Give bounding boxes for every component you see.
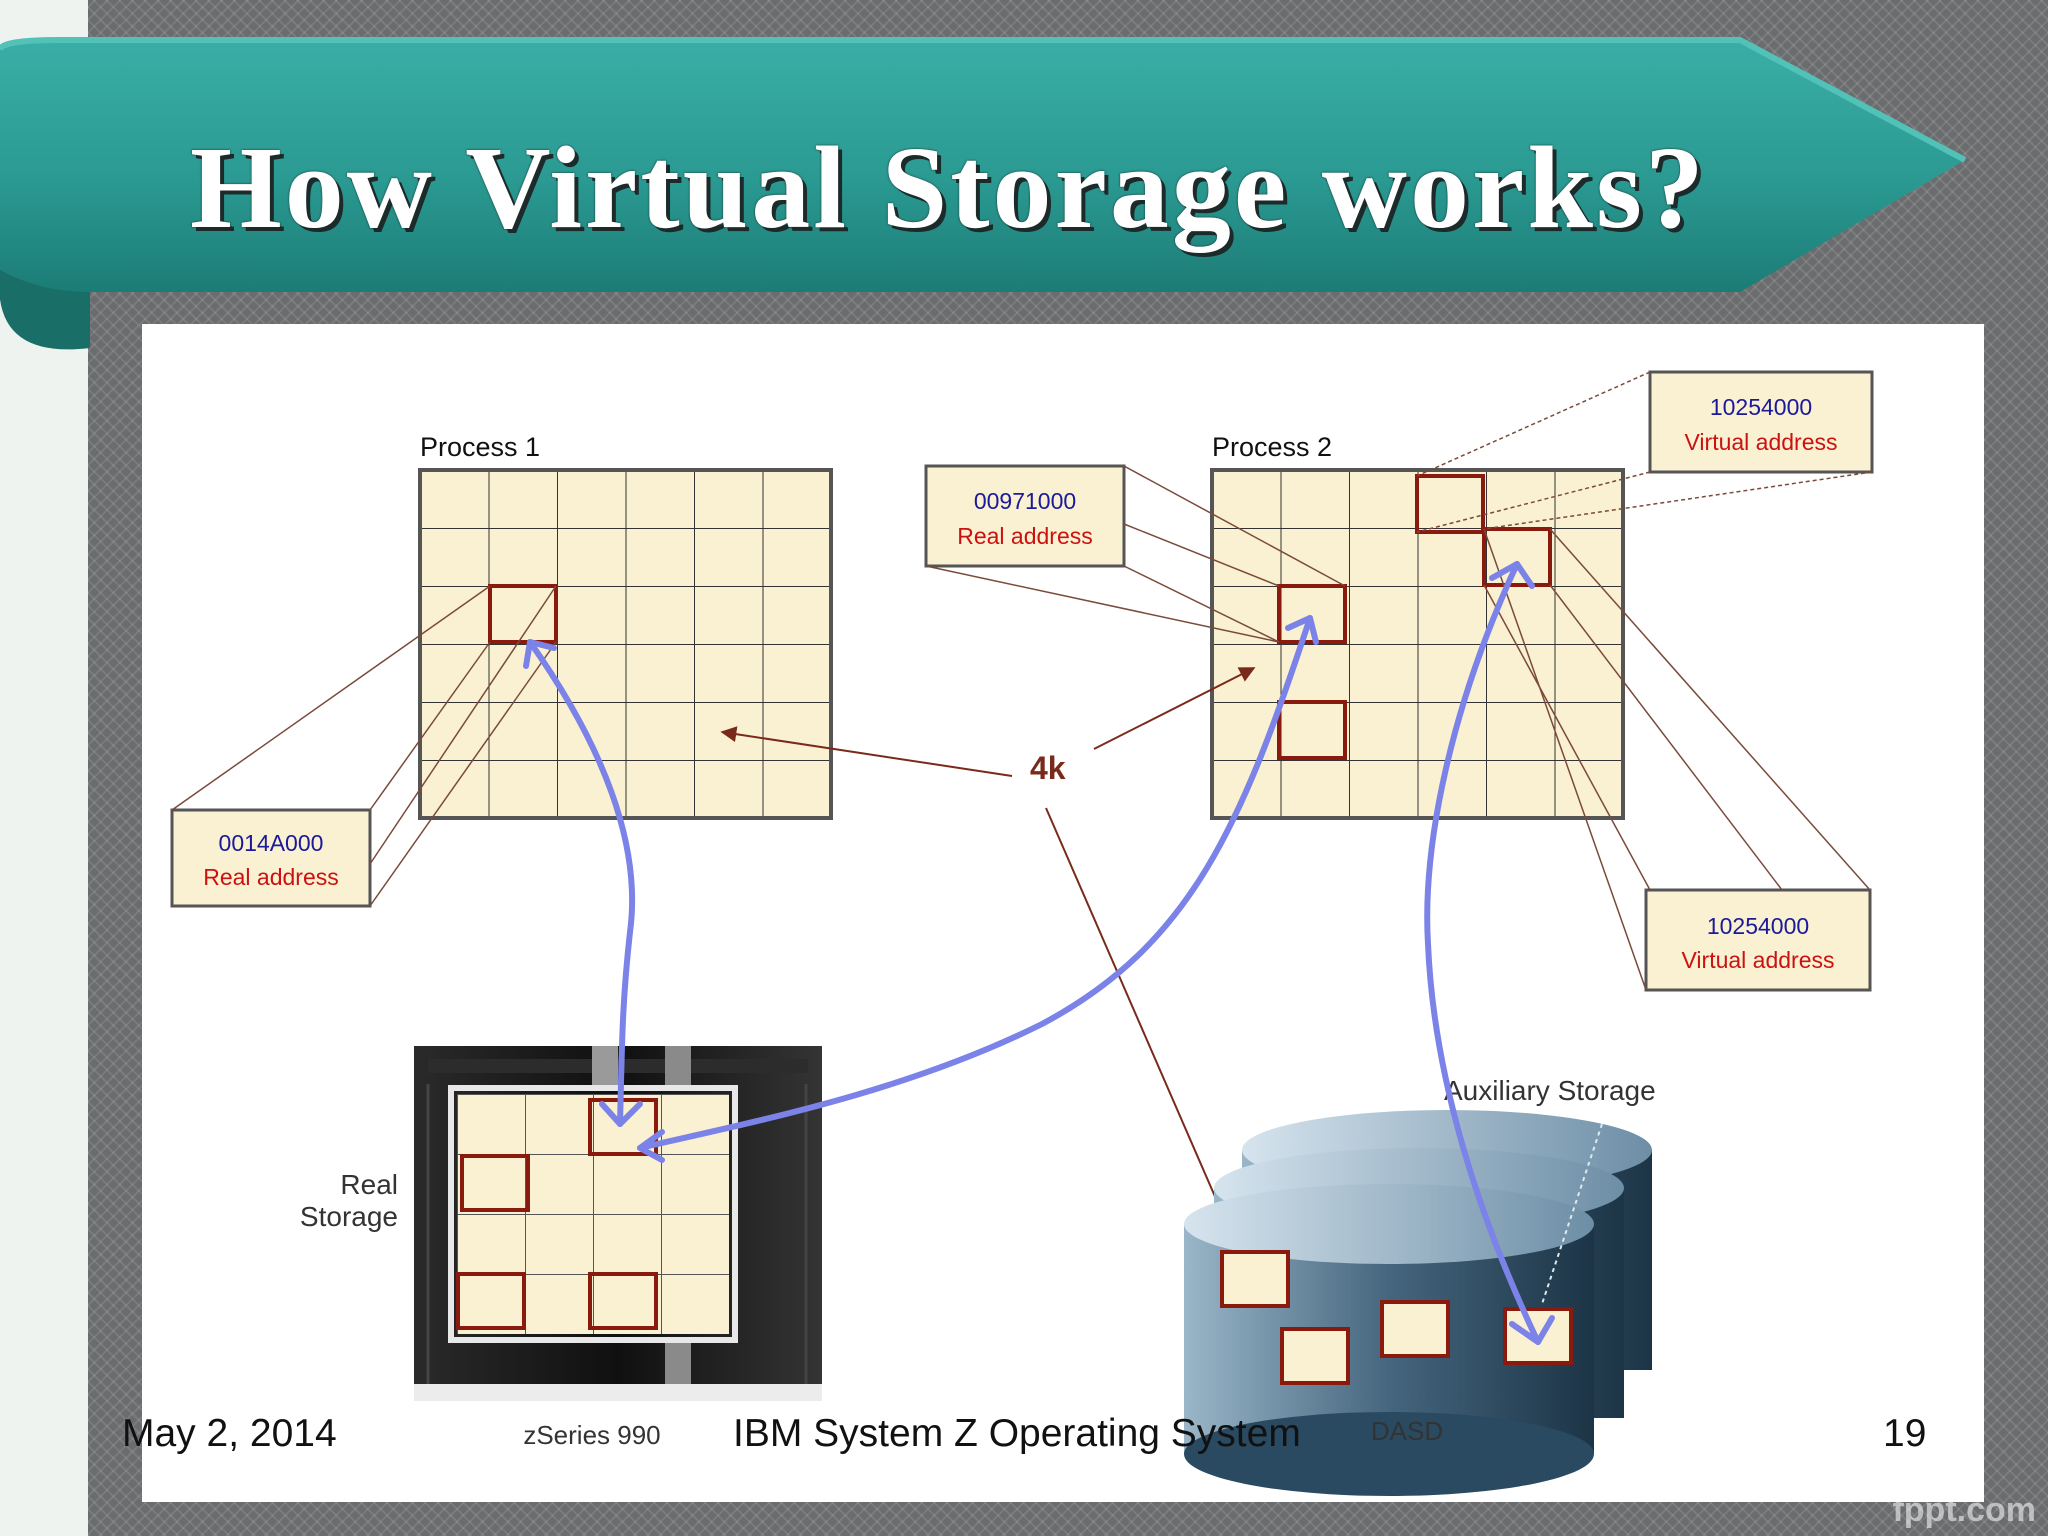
- process1-grid: [418, 468, 833, 820]
- dasd-label: DASD: [1371, 1416, 1443, 1446]
- arrow-p1-to-real: [527, 639, 636, 1127]
- arrow-p2-to-real: [637, 615, 1313, 1151]
- callout-p2-virtual-top-address: 10254000: [1710, 394, 1812, 420]
- dasd-page-2: [1280, 1327, 1350, 1385]
- real-storage-page-2: [460, 1154, 530, 1212]
- callout-p2-virtual-bottom: 10254000 Virtual address: [1644, 888, 1872, 992]
- callout-p1-real-kind: Real address: [203, 864, 339, 890]
- slide-title: How Virtual Storage works?: [190, 122, 1707, 253]
- callout-p2-virtual-top-kind: Virtual address: [1685, 429, 1838, 455]
- process1-page-highlight: [488, 584, 558, 644]
- title-banner: [0, 37, 1967, 350]
- mapping-arrows: [523, 561, 1555, 1345]
- aux-storage-label: Auxiliary Storage: [1444, 1075, 1656, 1106]
- callout-p2-real: 00971000 Real address: [924, 464, 1126, 568]
- virtual-storage-diagram: Process 1 Process 2 0014A000 Real addres…: [170, 370, 1874, 1496]
- watermark: fppt.com: [1892, 1491, 2036, 1529]
- footer-title: IBM System Z Operating System: [733, 1412, 1301, 1455]
- callout-p2-real-address: 00971000: [974, 488, 1076, 514]
- machine-label: zSeries 990: [523, 1420, 660, 1450]
- real-storage-label-line2: Storage: [300, 1201, 398, 1232]
- real-storage-label-line1: Real: [340, 1169, 398, 1200]
- callout-p1-real-address: 0014A000: [219, 830, 324, 856]
- process1-label: Process 1: [420, 432, 540, 462]
- real-storage-grid: [448, 1085, 738, 1343]
- process2-page-highlight-c: [1415, 474, 1485, 534]
- content-panel: Process 1 Process 2 0014A000 Real addres…: [142, 324, 1984, 1502]
- process2-page-highlight-d: [1482, 527, 1552, 587]
- process2-label: Process 2: [1212, 432, 1332, 462]
- callout-p1-real: 0014A000 Real address: [170, 808, 372, 908]
- callout-p2-virtual-bottom-kind: Virtual address: [1682, 947, 1835, 973]
- callout-p2-virtual-bottom-address: 10254000: [1707, 913, 1809, 939]
- page-size-label: 4k: [1030, 750, 1066, 786]
- process2-page-highlight-b: [1277, 700, 1347, 760]
- dasd-page-3: [1380, 1300, 1450, 1358]
- real-storage-page-4: [588, 1272, 658, 1330]
- process2-page-highlight-a: [1277, 584, 1347, 644]
- callout-leader-lines: [171, 371, 1873, 991]
- callout-p2-real-kind: Real address: [957, 523, 1093, 549]
- real-storage-page-3: [456, 1272, 526, 1330]
- page-number: 19: [1883, 1412, 1927, 1455]
- callout-p2-virtual-top: 10254000 Virtual address: [1648, 370, 1874, 474]
- footer-date: May 2, 2014: [122, 1412, 337, 1455]
- arrow-p2-to-dasd: [1424, 561, 1541, 1345]
- dasd-page-1: [1220, 1250, 1290, 1308]
- dasd-page-4: [1503, 1307, 1573, 1365]
